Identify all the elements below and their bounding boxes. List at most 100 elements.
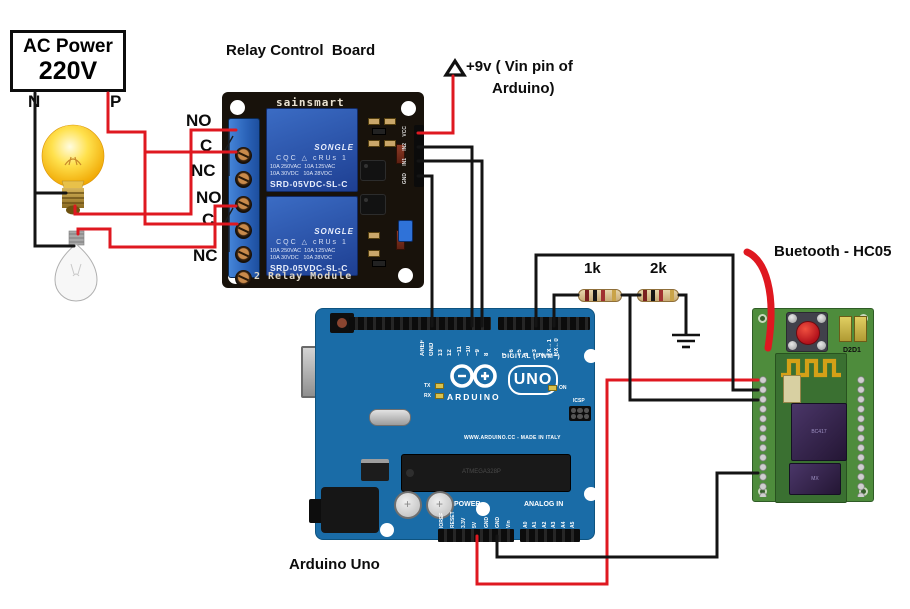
- hc05-led: [854, 316, 867, 342]
- pin-label: 13: [438, 349, 445, 356]
- tx-label: TX: [424, 383, 431, 389]
- relay-pin-label: IN2: [402, 143, 408, 152]
- bulb-on-graphic: [41, 124, 105, 215]
- relay-1-certs: CQC △ cRUs 1: [276, 155, 348, 163]
- terminal-label-nc2: NC: [193, 246, 218, 265]
- atmega-chip-label: ATMEGA328P: [462, 469, 501, 475]
- smd-resistor: [368, 140, 380, 147]
- hc05-reset-button: [786, 312, 828, 352]
- power-arrow-icon: [443, 58, 467, 77]
- relay-2-certs: CQC △ cRUs 1: [276, 239, 348, 247]
- relay-module-board: sainsmart SONGLE CQC △ cRUs 1 10A 250VAC…: [222, 92, 424, 288]
- relay-pin-label: GND: [402, 172, 408, 184]
- relay-1-rating-ac: 10A 250VAC 10A 125VAC: [270, 164, 336, 171]
- arduino-title: Arduino Uno: [289, 556, 380, 573]
- smd-resistor: [384, 140, 396, 147]
- smd-resistor: [384, 118, 396, 125]
- relay-pin-header: [414, 125, 424, 187]
- terminal-screw: [235, 196, 252, 213]
- atmega-chip: ATMEGA328P: [401, 454, 571, 492]
- smd-resistor: [368, 232, 380, 239]
- ac-power-box: AC Power 220V: [10, 30, 126, 92]
- relay-2-rating-ac: 10A 250VAC 10A 125VAC: [270, 248, 336, 255]
- pin-label: Vin: [505, 520, 512, 528]
- ground-symbol-icon: [672, 333, 700, 349]
- bulb-off: [46, 230, 106, 308]
- power-jack: [309, 487, 379, 533]
- smd-part: [372, 128, 386, 135]
- on-label: ON: [559, 385, 567, 391]
- wire-r2-to-ground: [677, 293, 688, 336]
- smd-resistor: [368, 250, 380, 257]
- resistor-1k: [578, 289, 622, 302]
- ac-power-label: AC Power: [23, 35, 113, 57]
- wire-divider-tap-to-hc05: [628, 293, 760, 402]
- terminal-screw: [235, 246, 252, 263]
- phase-label: P: [110, 92, 122, 111]
- mount-hole: [401, 101, 416, 116]
- pin-label: GND: [429, 342, 436, 356]
- relay-2-brand: SONGLE: [314, 227, 354, 237]
- bulb-on: [40, 123, 106, 215]
- terminal-label-c2: C: [202, 210, 215, 229]
- ac-voltage-label: 220V: [38, 56, 98, 85]
- vin-note-line1: +9v ( Vin pin of: [466, 58, 573, 75]
- flash-chip: MX: [789, 463, 841, 495]
- mount-hole: [380, 523, 394, 537]
- hc05-board: D2D1 BC417 MX: [752, 308, 874, 503]
- wire-relay-in2-to-d10: [416, 145, 474, 328]
- terminal-screw: [235, 222, 252, 239]
- pin-label: 8: [483, 352, 490, 356]
- mount-hole: [584, 349, 598, 363]
- resistor-2k-label: 2k: [650, 260, 667, 277]
- terminal-label-no2: NO: [196, 188, 222, 207]
- board-credit: WWW.ARDUINO.CC - MADE IN ITALY: [464, 435, 561, 441]
- terminal-label-c1: C: [200, 136, 213, 155]
- wire-relay-in1-to-d9: [416, 159, 484, 328]
- relay-1: SONGLE CQC △ cRUs 1 10A 250VAC 10A 125VA…: [266, 108, 358, 192]
- neutral-label: N: [28, 92, 41, 111]
- pin-label: RESET: [450, 511, 457, 528]
- hc05-led: [839, 316, 852, 342]
- mount-hole: [230, 100, 245, 115]
- mount-hole: [398, 268, 413, 283]
- smd-component: [783, 375, 801, 403]
- pin-label: 5V: [472, 521, 479, 528]
- pin-label: A4: [560, 521, 567, 528]
- rx-label: RX: [424, 393, 431, 399]
- terminal-screw: [235, 171, 252, 188]
- terminal-screw: [235, 147, 252, 164]
- relay-2-model: SRD-05VDC-SL-C: [270, 263, 348, 273]
- red-button-cap: [796, 321, 820, 345]
- optocoupler: [360, 160, 386, 181]
- power-led: [548, 385, 557, 391]
- pin-label: ~10: [465, 345, 472, 356]
- relay-brand: sainsmart: [276, 96, 345, 109]
- digital-header-right: [498, 317, 590, 330]
- arduino-logo-icon: [450, 364, 497, 388]
- resistor-1k-label: 1k: [584, 260, 601, 277]
- capacitor: [394, 491, 422, 519]
- bluetooth-chip: BC417: [791, 403, 847, 461]
- mount-hole: [758, 314, 767, 323]
- flash-chip-label: MX: [811, 476, 819, 482]
- mount-hole: [584, 487, 598, 501]
- diode: [396, 144, 405, 164]
- smd-part: [372, 260, 386, 267]
- bluetooth-chip-label: BC417: [811, 429, 827, 435]
- relay-1-rating-dc: 10A 30VDC 10A 28VDC: [270, 171, 333, 178]
- arduino-logo-text: ARDUINO: [447, 392, 501, 402]
- relay-1-brand: SONGLE: [314, 143, 354, 153]
- hc05-led-label: D2D1: [843, 347, 861, 354]
- capacitor: [426, 491, 454, 519]
- pin-label: A1: [532, 521, 539, 528]
- antenna-trace-icon: [781, 358, 841, 378]
- relay-module-name: 2 Relay Module: [254, 271, 353, 282]
- terminal-label-nc1: NC: [191, 161, 216, 180]
- relay-terminal-block: [228, 118, 260, 287]
